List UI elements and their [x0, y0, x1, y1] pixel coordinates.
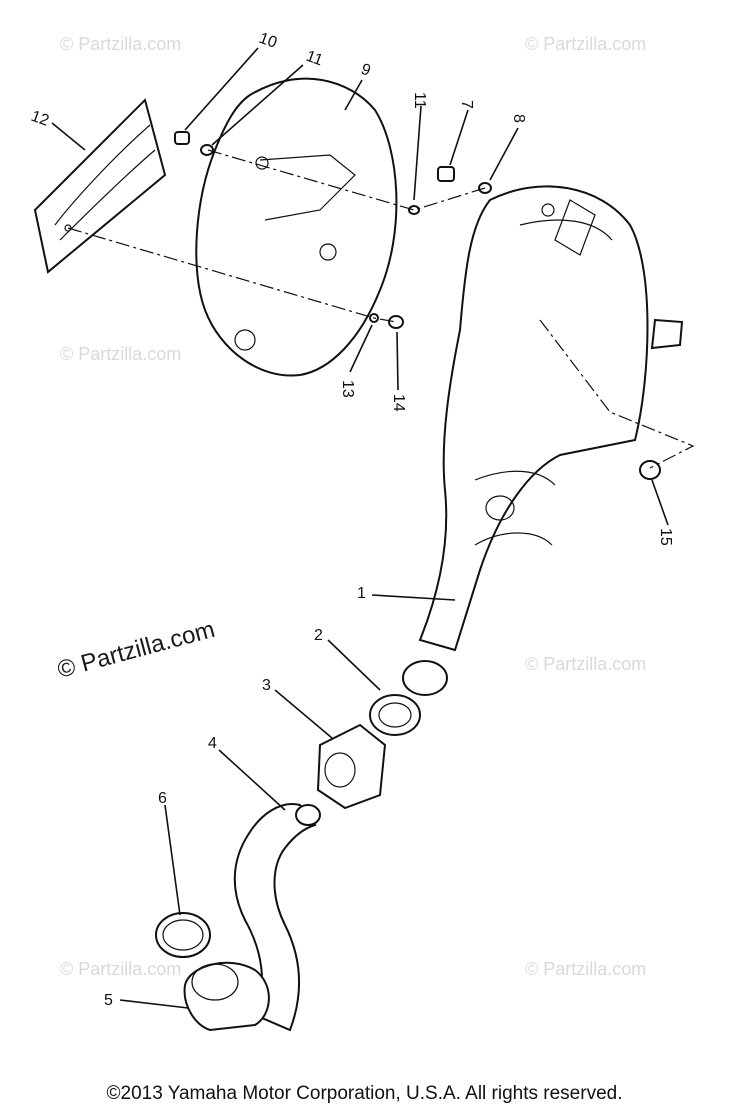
callout-4: 4	[208, 735, 217, 752]
callout-1: 1	[357, 585, 366, 602]
callout-11: 11	[304, 48, 326, 70]
watermark: © Partzilla.com	[525, 654, 646, 674]
part-9-cover	[195, 77, 398, 377]
callout-10: 10	[257, 30, 280, 52]
assembly-lines	[67, 149, 695, 469]
watermark: © Partzilla.com	[60, 959, 181, 979]
callout-labels: 10 11 9 11 7 8 12 13 14 15 1 2 3 4 6 5	[29, 30, 674, 1009]
copyright-notice: ©2013 Yamaha Motor Corporation, U.S.A. A…	[106, 1083, 623, 1104]
part-15-bolt	[639, 460, 661, 480]
part-3-nut	[316, 723, 387, 810]
watermark: © Partzilla.com	[60, 344, 181, 364]
part-1-muffler	[402, 185, 684, 696]
callout-14: 14	[390, 394, 407, 412]
callout-12: 12	[29, 108, 52, 130]
callout-13: 13	[339, 380, 356, 398]
part-5-fitting	[183, 961, 270, 1032]
part-12-plate	[33, 98, 167, 274]
callout-8: 8	[510, 114, 527, 123]
callout-2: 2	[314, 627, 323, 644]
callout-3: 3	[262, 677, 271, 694]
leader-lines	[51, 47, 669, 1009]
watermark: © Partzilla.com	[525, 34, 646, 54]
part-4-pipe	[233, 803, 321, 1032]
callout-6: 6	[158, 790, 167, 807]
callout-7: 7	[458, 100, 475, 109]
watermark-main: © Partzilla.com	[55, 616, 218, 684]
callout-9: 9	[359, 61, 373, 80]
callout-15: 15	[657, 528, 674, 546]
watermark: © Partzilla.com	[60, 34, 181, 54]
callout-11b: 11	[411, 92, 428, 109]
exhaust-parts-diagram: © Partzilla.com © Partzilla.com © Partzi…	[29, 30, 695, 1032]
watermark: © Partzilla.com	[525, 959, 646, 979]
part-2-ring	[369, 694, 421, 736]
callout-5: 5	[104, 992, 113, 1009]
part-6-oring	[155, 912, 211, 958]
